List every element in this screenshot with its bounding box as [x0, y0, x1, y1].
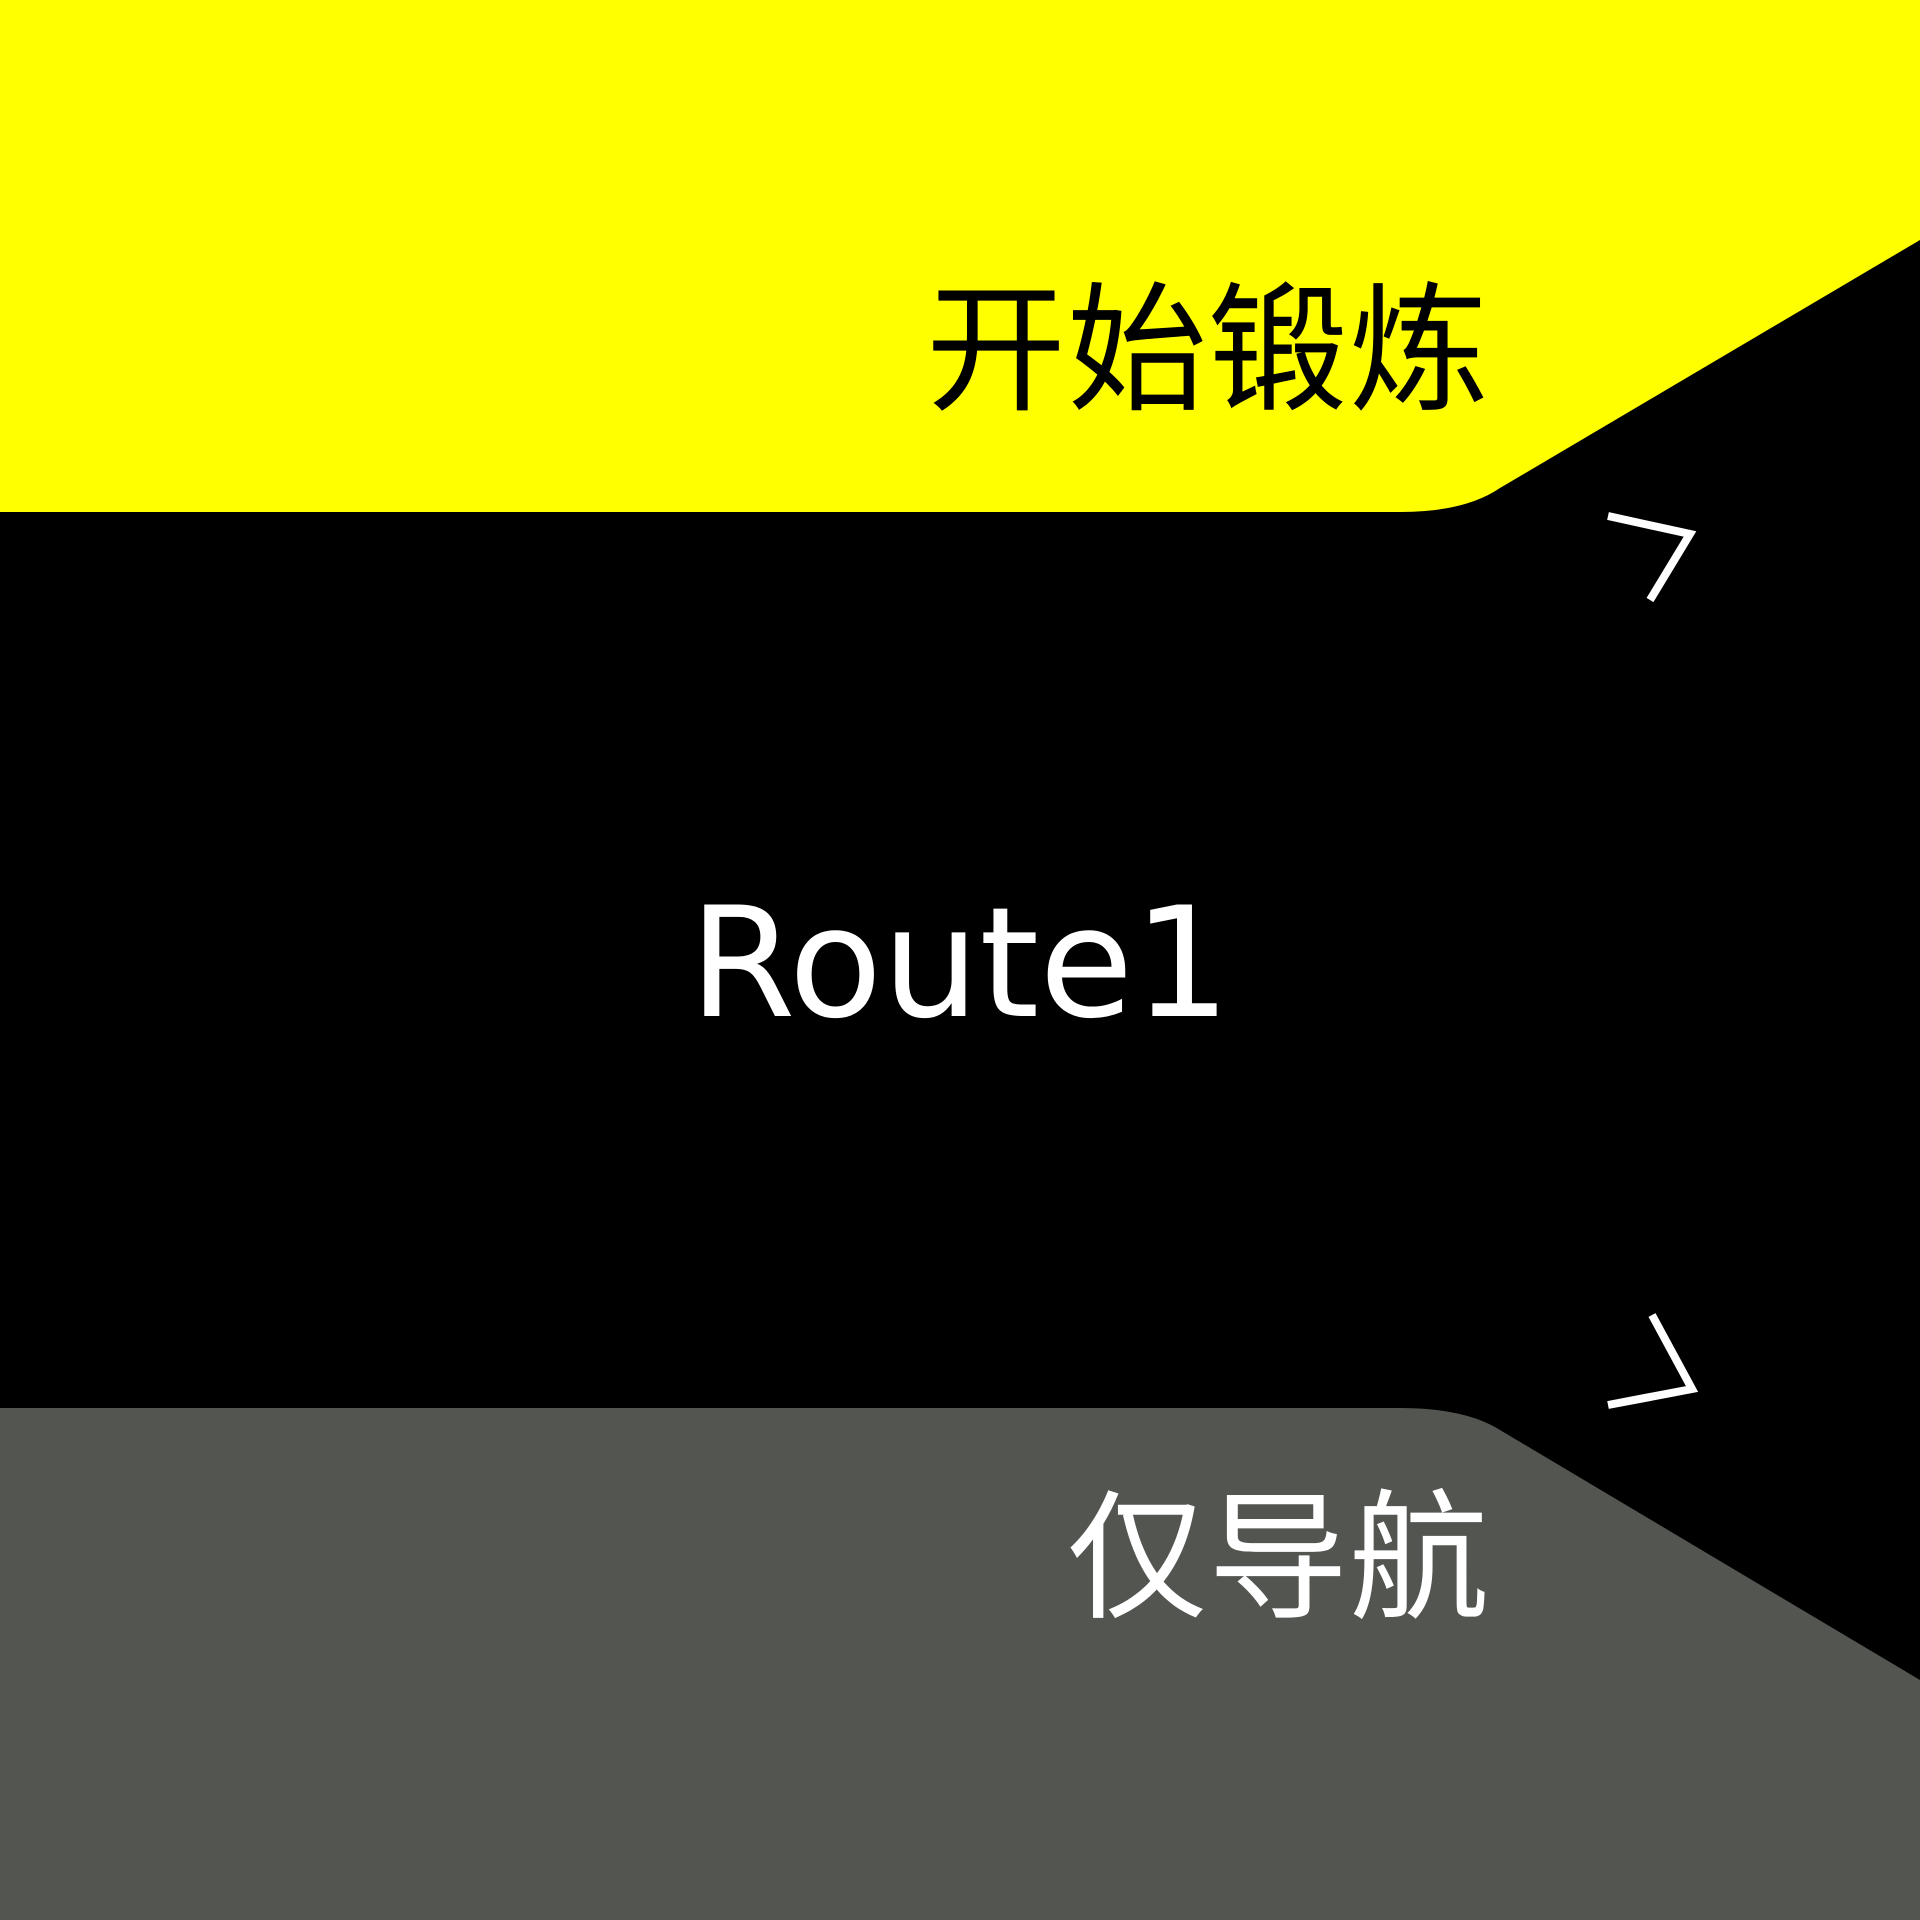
chevron-up-right-icon[interactable]	[1600, 500, 1700, 610]
start-workout-label: 开始锻炼	[925, 270, 1490, 433]
route-name: Route1	[689, 875, 1231, 1053]
navigate-only-label: 仅导航	[1066, 1478, 1490, 1641]
start-workout-button-shape	[0, 0, 1920, 512]
navigate-only-button-shape	[0, 1408, 1920, 1920]
navigate-only-button[interactable]: 仅导航	[0, 1408, 1920, 1920]
chevron-down-right-icon[interactable]	[1600, 1305, 1700, 1415]
start-workout-button[interactable]: 开始锻炼	[0, 0, 1920, 512]
